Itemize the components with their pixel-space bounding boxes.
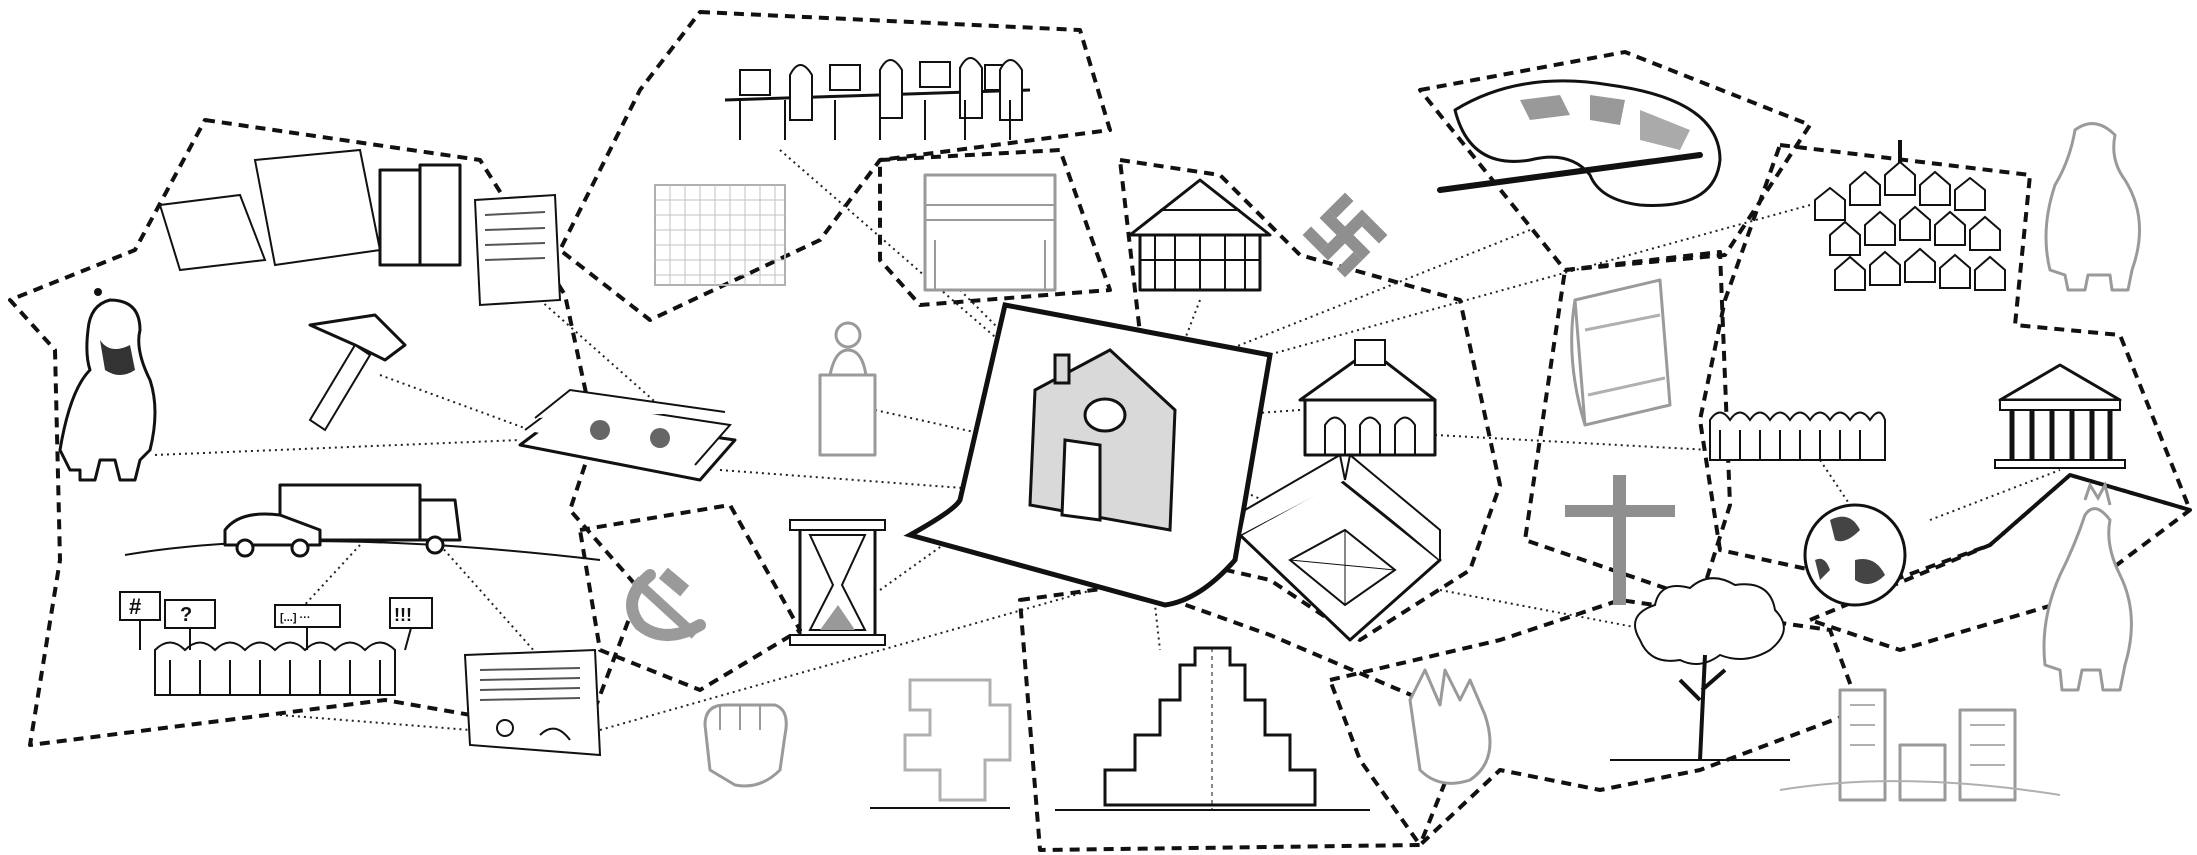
money-banknotes-icon	[520, 390, 735, 480]
protest-sign-3-text: [...] ···	[280, 612, 311, 624]
certificate-icon	[465, 650, 600, 755]
tree-icon	[1610, 578, 1790, 760]
link-church-crowd	[1435, 435, 1710, 450]
hand-three-fingers-icon	[1410, 670, 1490, 783]
link-protest-cert	[280, 715, 470, 730]
bust-statue-icon	[820, 323, 875, 455]
region-socialism	[580, 505, 800, 690]
piazza-icon	[1240, 455, 1440, 640]
hammer-icon	[310, 315, 405, 430]
philosopher-right-bottom-icon	[2044, 485, 2131, 690]
palette-icon	[1440, 81, 1720, 206]
link-money-house	[720, 470, 990, 490]
protesters-icon: # ? [...] ··· !!!	[120, 592, 432, 695]
central-house-icon	[910, 305, 1270, 605]
hammer-sickle-icon	[632, 568, 700, 635]
church-icon	[1300, 340, 1435, 455]
protest-sign-1-text: #	[129, 594, 141, 619]
truck-car-icon	[125, 485, 600, 560]
protest-crowd	[155, 643, 395, 696]
swastika-icon	[1303, 193, 1388, 278]
tall-building-icon	[925, 175, 1055, 290]
high-rise-city-icon	[1780, 690, 2060, 800]
fist-icon	[705, 705, 786, 786]
philosopher-right-top-icon	[2046, 124, 2140, 290]
documents-books-icon	[160, 150, 560, 305]
timber-house-icon	[1130, 180, 1270, 290]
link-philosopher-money	[155, 440, 520, 455]
temple-icon	[1995, 365, 2125, 468]
link-palette-house	[1215, 230, 1530, 355]
floorplan-outline-icon	[870, 680, 1010, 808]
protest-sign-4-text: !!!	[394, 605, 412, 625]
link-globe-temple	[1930, 470, 2060, 520]
crowd-icon	[1710, 413, 1885, 461]
link-hammer-money	[380, 375, 530, 430]
grid-plan-icon	[655, 185, 785, 285]
office-workers-icon	[725, 58, 1030, 140]
link-cert-house	[600, 585, 1110, 730]
book-icon	[1572, 280, 1670, 425]
link-truck-protest	[300, 545, 360, 610]
protest-sign-1: #	[120, 592, 160, 650]
village-houses-icon	[1815, 140, 2005, 290]
protest-sign-4: !!!	[390, 598, 432, 650]
protest-sign-2-text: ?	[180, 604, 192, 626]
stepped-pyramid-icon	[1055, 648, 1370, 810]
globe-icon	[1805, 505, 1905, 605]
hourglass-icon	[790, 520, 885, 645]
philosopher-left-icon	[60, 288, 155, 480]
